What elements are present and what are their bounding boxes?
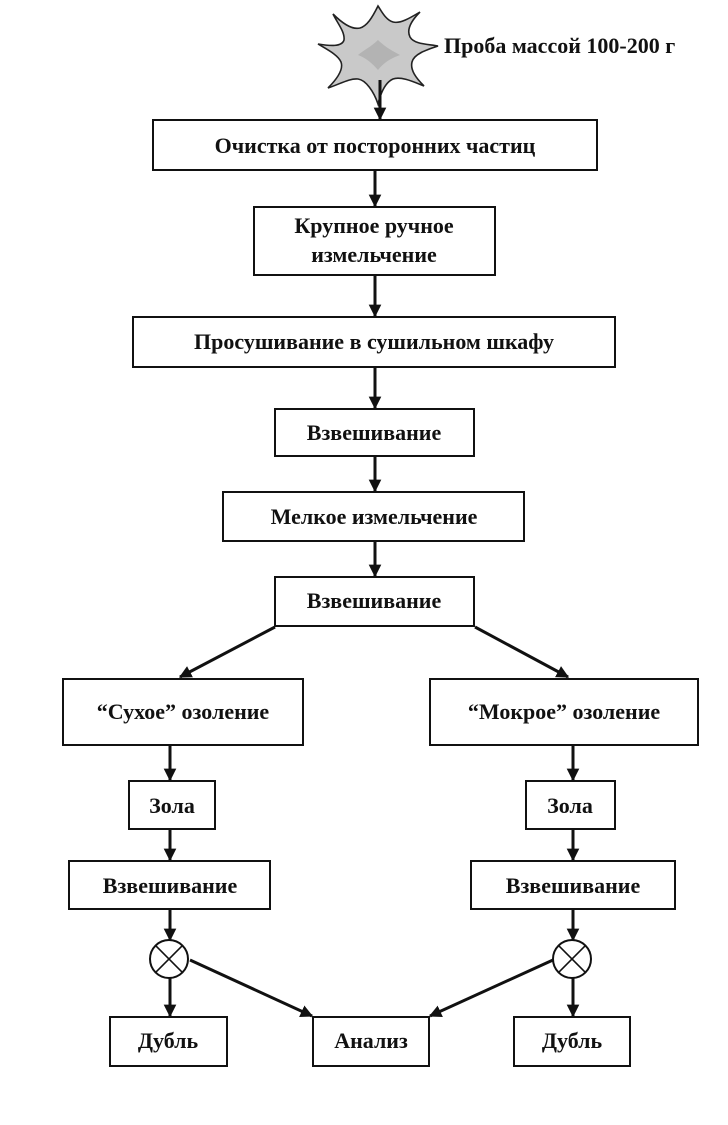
sample-star-icon [318,6,438,104]
wet-weighing-label: Взвешивание [506,873,641,898]
analysis-label: Анализ [334,1028,408,1053]
wet-ash-box: Зола [526,781,615,829]
step-fine-grinding: Мелкое измельчение [223,492,524,541]
dry-weighing-box: Взвешивание [69,861,270,909]
wet-weighing-box: Взвешивание [471,861,675,909]
step-coarse-grinding-line1: Крупное ручное [294,213,454,238]
step-cleaning-label: Очистка от посторонних частиц [215,133,536,158]
step-cleaning: Очистка от посторонних частиц [153,120,597,170]
step-coarse-grinding-line2: измельчение [311,242,437,267]
step-drying: Просушивание в сушильном шкафу [133,317,615,367]
arrow-weigh2-to-dry-ashing [180,627,275,677]
wet-ash-label: Зола [547,793,593,818]
wet-duplicate-box: Дубль [514,1017,630,1066]
wet-duplicate-label: Дубль [542,1028,603,1053]
dry-ashing-label: “Сухое” озоление [97,699,270,724]
dry-duplicate-box: Дубль [110,1017,227,1066]
dry-split-junction-icon [150,940,188,978]
arrow-dry-junction-to-analysis [190,960,312,1016]
step-weighing-1: Взвешивание [275,409,474,456]
sample-label: Проба массой 100-200 г [444,33,675,58]
analysis-box: Анализ [313,1017,429,1066]
dry-ash-box: Зола [129,781,215,829]
dry-ash-label: Зола [149,793,195,818]
step-fine-grinding-label: Мелкое измельчение [271,504,478,529]
dry-duplicate-label: Дубль [138,1028,199,1053]
wet-split-junction-icon [553,940,591,978]
dry-ashing-box: “Сухое” озоление [63,679,303,745]
arrow-weigh2-to-wet-ashing [475,627,568,677]
step-weighing-2-label: Взвешивание [307,588,442,613]
dry-weighing-label: Взвешивание [103,873,238,898]
step-weighing-1-label: Взвешивание [307,420,442,445]
arrow-wet-junction-to-analysis [430,960,553,1016]
wet-ashing-box: “Мокрое” озоление [430,679,698,745]
step-coarse-grinding: Крупное ручное измельчение [254,207,495,275]
step-weighing-2: Взвешивание [275,577,474,626]
step-drying-label: Просушивание в сушильном шкафу [194,329,554,354]
sample-label-text: Проба массой 100-200 г [444,33,675,58]
wet-ashing-label: “Мокрое” озоление [468,699,661,724]
